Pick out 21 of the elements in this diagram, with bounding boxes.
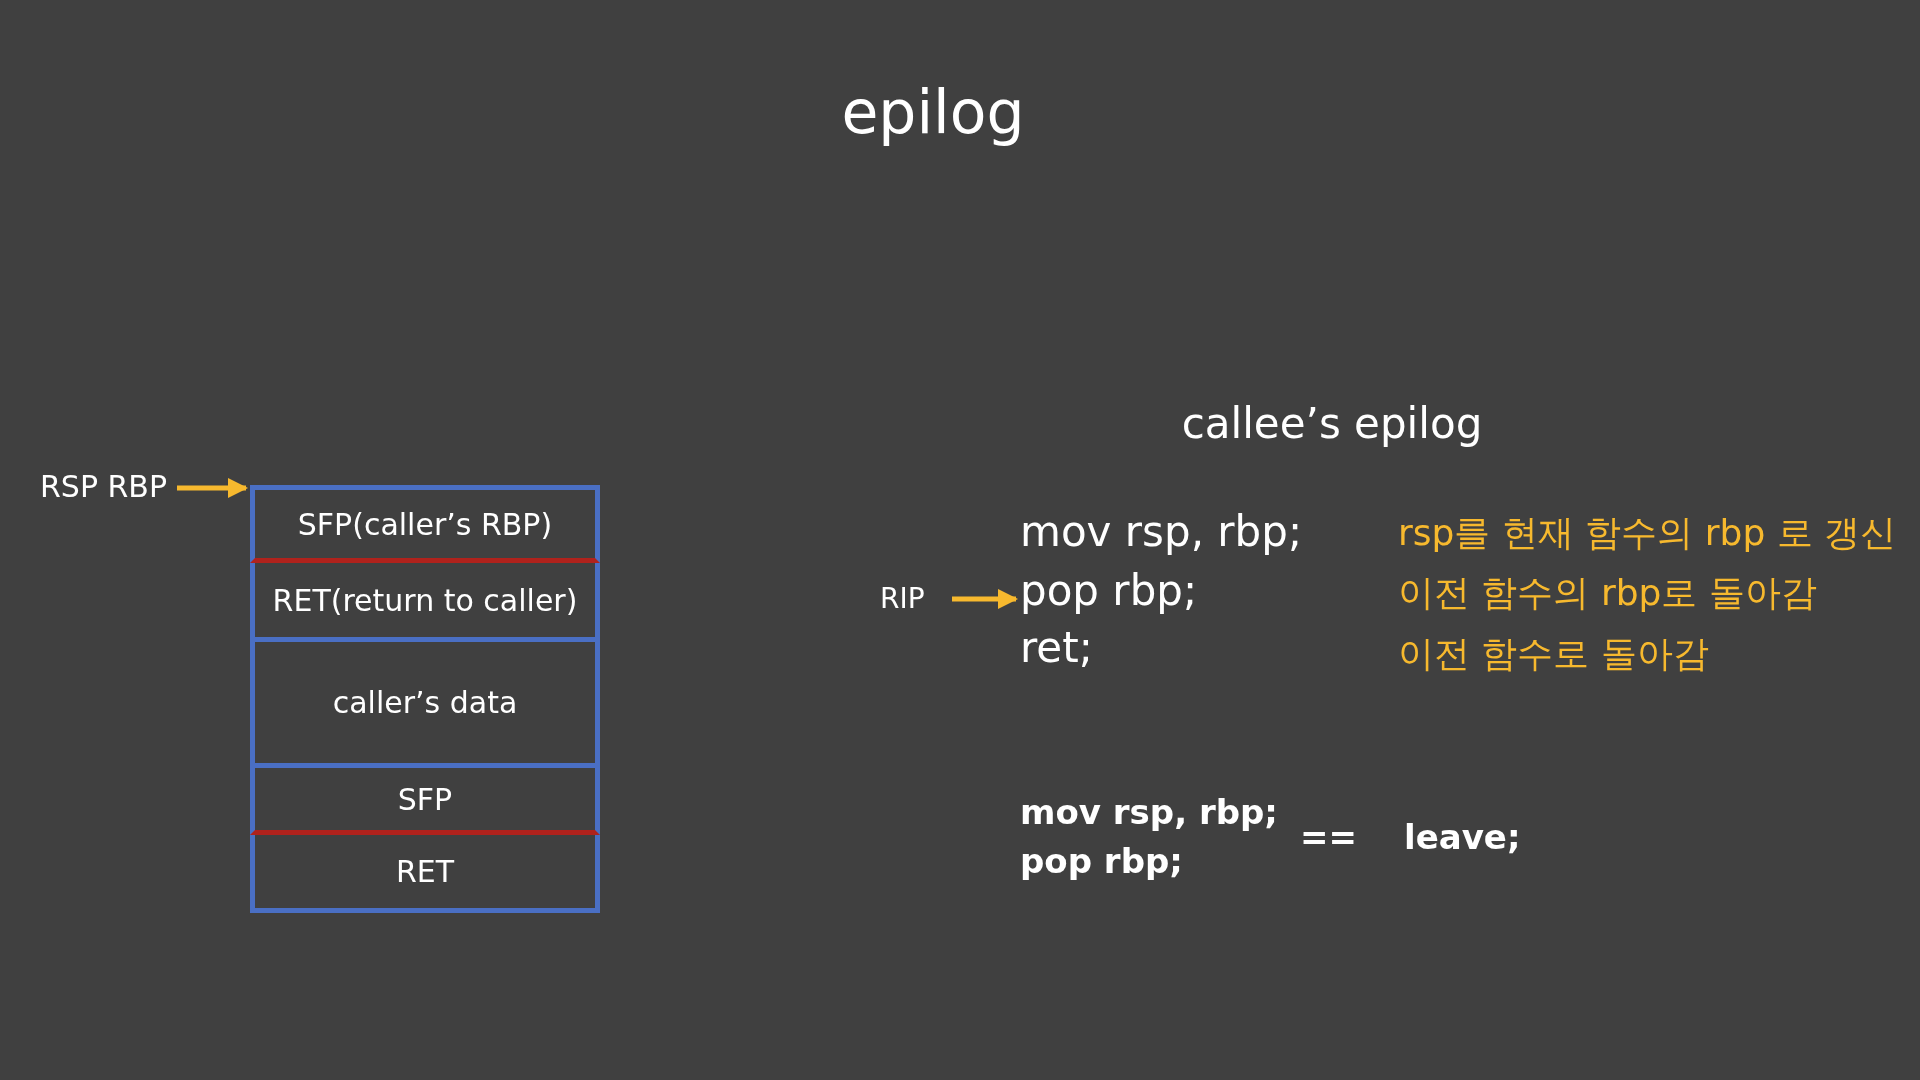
code-line: ret; bbox=[1020, 624, 1093, 673]
register-label: RIP bbox=[880, 583, 942, 616]
subtitle: callee’s epilog bbox=[1181, 400, 1483, 449]
arrow bbox=[177, 478, 248, 498]
code-line: pop rbp; bbox=[1020, 567, 1198, 616]
stack-cell: SFP(caller’s RBP) bbox=[250, 485, 600, 563]
stack-cell: RET(return to caller) bbox=[250, 563, 600, 642]
stack-cell: SFP bbox=[250, 768, 600, 835]
comment: rsp를 현재 함수의 rbp 로 갱신 bbox=[1398, 512, 1897, 554]
register-label: RSP RBP bbox=[40, 470, 168, 505]
code-line: mov rsp, rbp; bbox=[1020, 793, 1278, 833]
title: epilog bbox=[841, 78, 1025, 147]
comment: 이전 함수의 rbp로 돌아감 bbox=[1398, 572, 1817, 614]
code-line: mov rsp, rbp; bbox=[1020, 508, 1303, 557]
arrow bbox=[952, 589, 1018, 609]
stack-cell: caller’s data bbox=[250, 642, 600, 768]
code-line: leave; bbox=[1404, 818, 1521, 858]
stack-cell: RET bbox=[250, 835, 600, 913]
operator: == bbox=[1300, 818, 1357, 858]
code-line: pop rbp; bbox=[1020, 842, 1183, 882]
comment: 이전 함수로 돌아감 bbox=[1398, 633, 1709, 675]
